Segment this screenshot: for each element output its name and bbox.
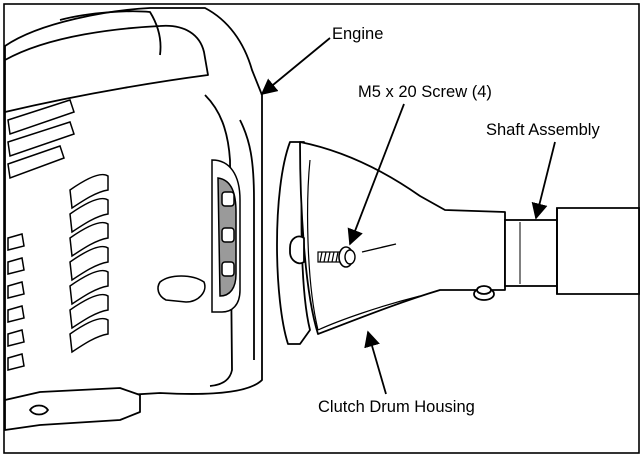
leader-screw — [347, 103, 405, 246]
leader-clutch — [364, 330, 387, 395]
label-engine: Engine — [332, 25, 384, 43]
engine-output-flange — [211, 159, 241, 313]
label-shaft-assembly: Shaft Assembly — [486, 121, 600, 139]
callout-leaders — [260, 37, 556, 395]
shaft-assembly — [504, 207, 640, 295]
engine-vents-left — [7, 99, 75, 371]
leader-engine — [260, 37, 331, 96]
m5-screw — [317, 246, 356, 268]
clutch-drum-housing — [276, 141, 506, 345]
engine-knob — [157, 275, 206, 303]
leader-shaft — [531, 141, 556, 220]
label-screw: M5 x 20 Screw (4) — [358, 83, 492, 101]
engine-vents-diagonal — [69, 173, 109, 354]
label-clutch-drum-housing: Clutch Drum Housing — [318, 398, 475, 416]
